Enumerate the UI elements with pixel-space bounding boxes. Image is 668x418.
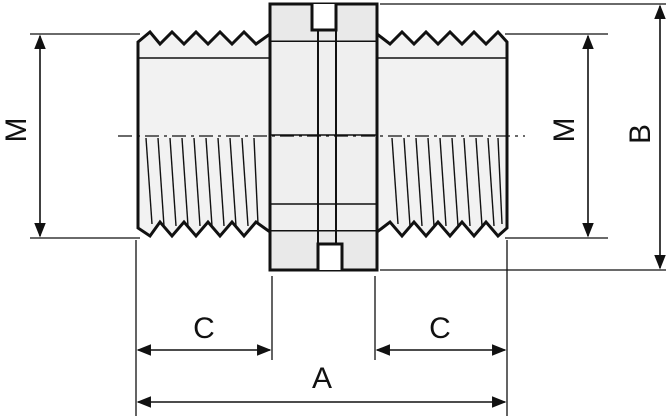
left-body-outline — [136, 29, 272, 239]
left-thread-hatching — [145, 137, 259, 227]
label-left-length: C — [193, 312, 215, 345]
label-right-length: C — [429, 312, 451, 345]
dimension-arrows — [34, 4, 666, 408]
label-right-thread: M — [548, 118, 581, 143]
extension-lines — [30, 3, 666, 416]
right-threaded-body — [375, 29, 509, 239]
label-left-thread: M — [0, 118, 33, 143]
label-overall-length: A — [312, 362, 332, 395]
label-overall-height: B — [624, 124, 657, 144]
right-thread-hatching — [391, 137, 503, 227]
left-threaded-body — [136, 29, 272, 239]
right-body-outline — [375, 29, 509, 239]
hex-collar — [268, 2, 379, 272]
